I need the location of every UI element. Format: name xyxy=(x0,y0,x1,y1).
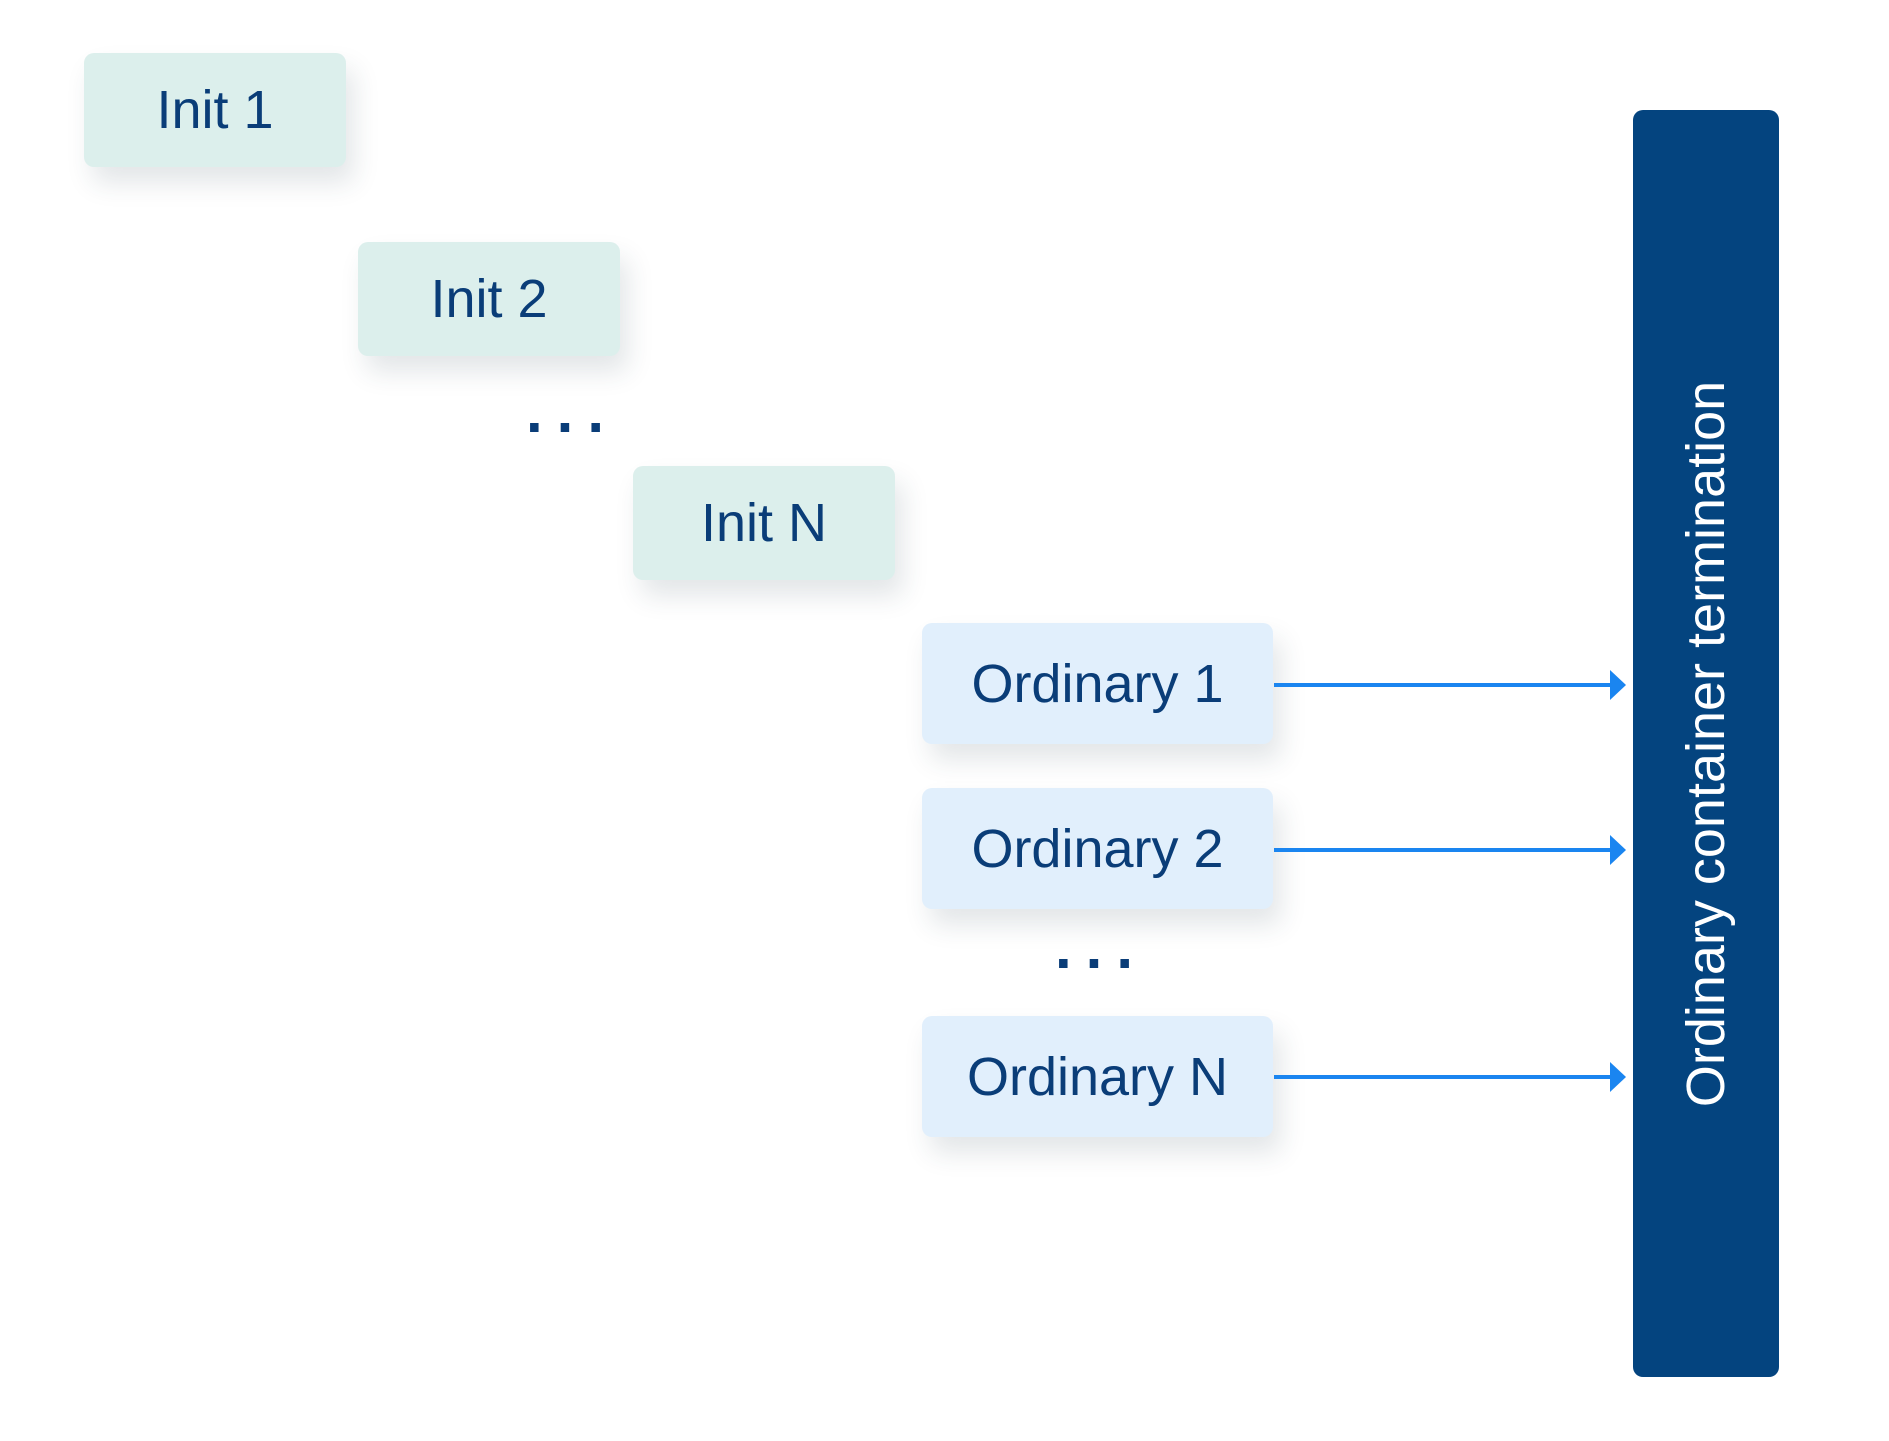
init-container-n: Init N xyxy=(633,466,895,580)
ordinary-container-n-label: Ordinary N xyxy=(966,1046,1229,1107)
arrow-ordinary-n-head xyxy=(1610,1062,1626,1092)
ordinary-ellipsis: ... xyxy=(1055,914,1148,981)
init-ellipsis: ... xyxy=(526,378,619,445)
init-container-1: Init 1 xyxy=(84,53,346,167)
termination-label: Ordinary container termination xyxy=(1676,380,1736,1107)
arrow-ordinary-1 xyxy=(1274,670,1626,700)
ordinary-container-2: Ordinary 2 xyxy=(922,788,1273,909)
init-container-1-label: Init 1 xyxy=(156,80,274,140)
ordinary-container-n: Ordinary N xyxy=(922,1016,1273,1137)
ordinary-container-2-label: Ordinary 2 xyxy=(971,818,1224,879)
arrow-ordinary-n xyxy=(1274,1062,1626,1092)
ordinary-container-1-label: Ordinary 1 xyxy=(971,653,1224,714)
termination-bar: Ordinary container termination xyxy=(1633,110,1779,1377)
init-container-2-label: Init 2 xyxy=(430,269,548,329)
arrow-ordinary-1-head xyxy=(1610,670,1626,700)
arrow-ordinary-2 xyxy=(1274,835,1626,865)
init-container-2: Init 2 xyxy=(358,242,620,356)
arrow-ordinary-2-head xyxy=(1610,835,1626,865)
init-container-n-label: Init N xyxy=(700,493,828,553)
ordinary-container-1: Ordinary 1 xyxy=(922,623,1273,744)
